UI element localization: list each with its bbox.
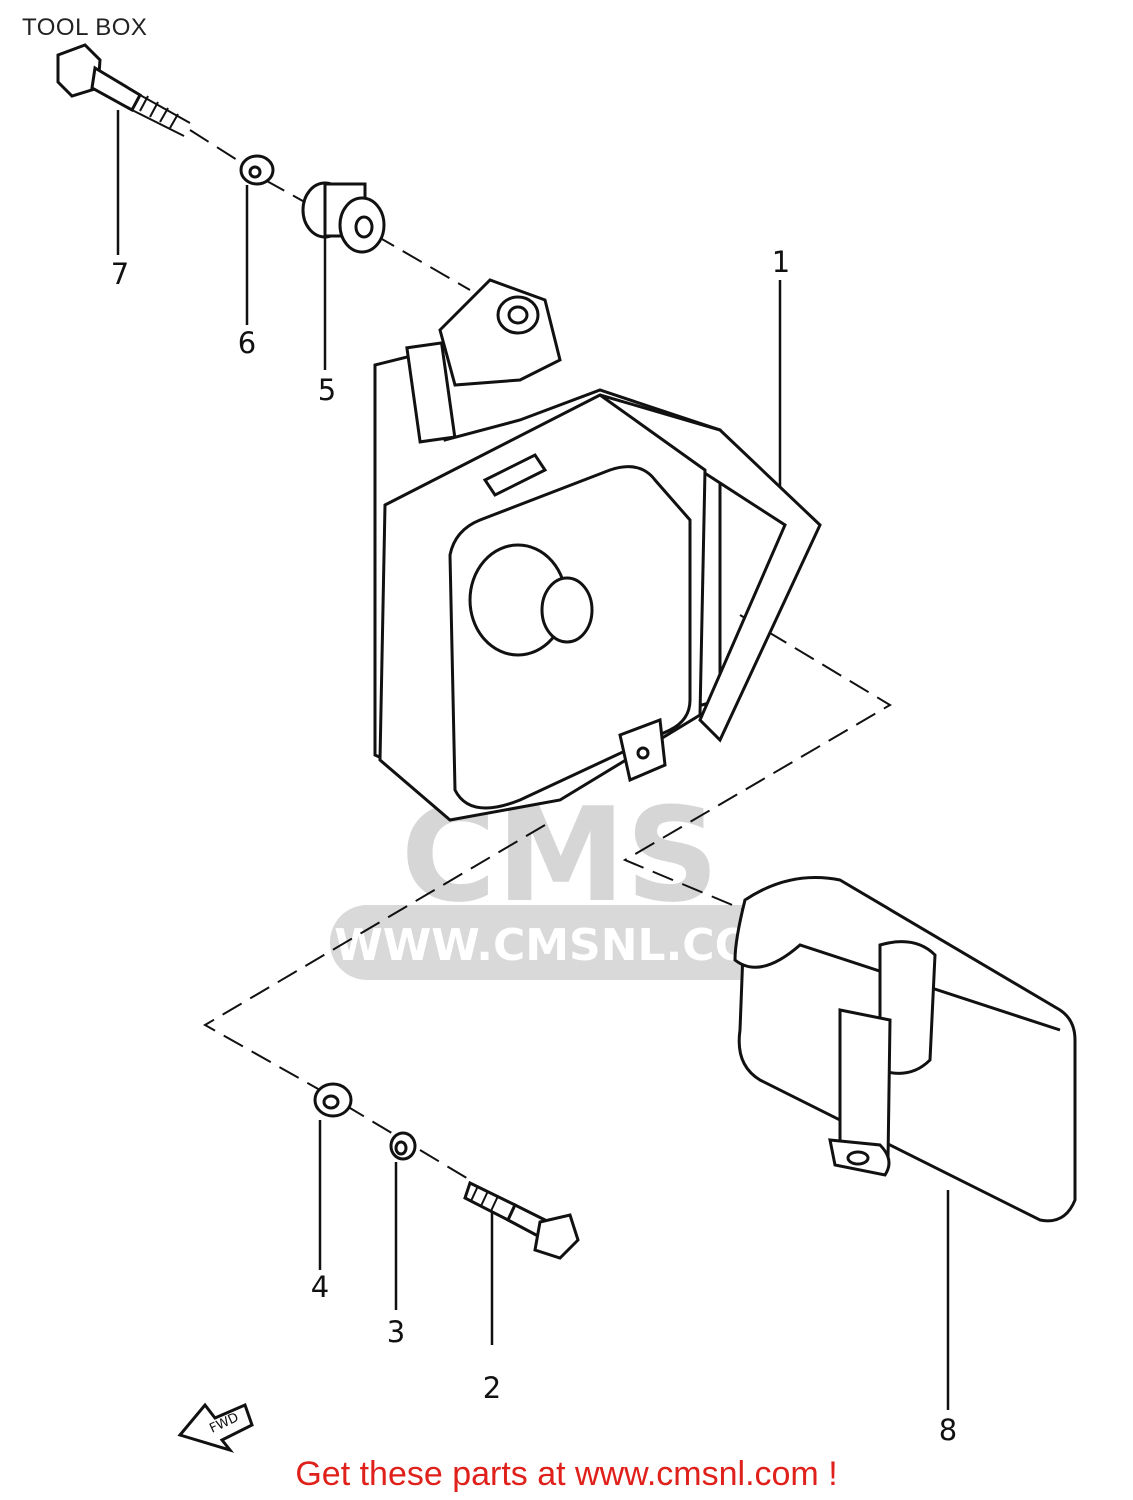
lock-washer	[389, 1131, 417, 1161]
callout-part-7: 7	[111, 257, 129, 291]
leader-lines	[116, 110, 950, 1410]
page-title: TOOL BOX	[22, 14, 148, 41]
callout-part-2: 2	[483, 1371, 501, 1405]
callout-part-6: 6	[238, 326, 256, 360]
tool-bag	[733, 876, 1077, 1223]
washer-upper	[239, 154, 275, 186]
callout-part-8: 8	[939, 1413, 957, 1447]
fwd-arrow-icon: FWD	[177, 1402, 254, 1453]
bolt-upper	[56, 43, 191, 137]
grommet	[301, 181, 386, 254]
callout-part-1: 1	[772, 245, 790, 279]
tool-box-case	[373, 278, 822, 822]
callout-part-3: 3	[387, 1315, 405, 1349]
assembly-lines	[189, 129, 892, 1181]
bolt-lower	[463, 1180, 580, 1260]
watermark-url: WWW.CMSNL.COM	[334, 920, 796, 971]
callout-part-4: 4	[311, 1270, 329, 1304]
footer-cta-link[interactable]: Get these parts at www.cmsnl.com !	[295, 1455, 838, 1493]
washer-lower	[313, 1082, 353, 1118]
callout-part-5: 5	[318, 373, 336, 407]
